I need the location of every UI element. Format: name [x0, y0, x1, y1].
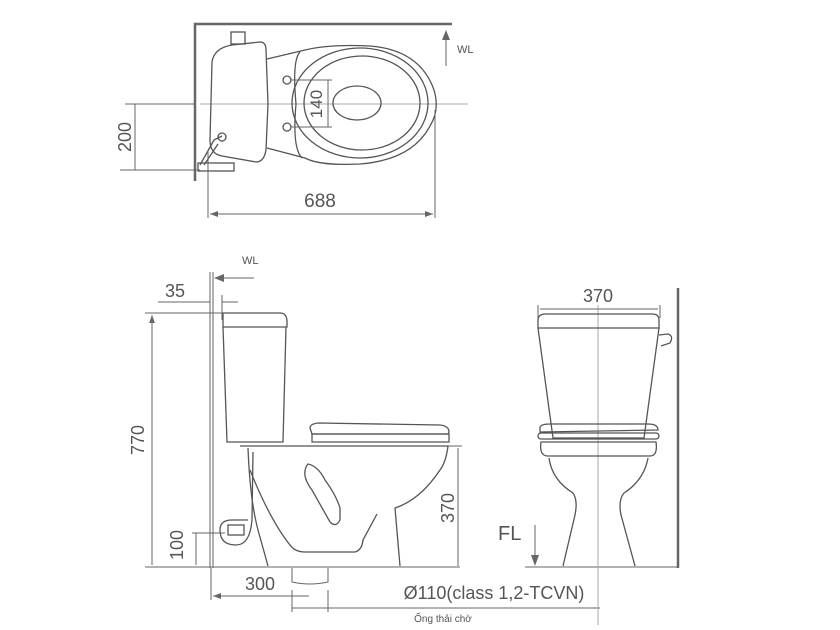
bowl-outer	[266, 44, 437, 166]
tank-top	[209, 41, 269, 163]
flush-button	[230, 31, 246, 45]
seat-ring	[303, 55, 421, 151]
tank-lid	[222, 312, 288, 328]
top-view: 140 200 688 WL	[115, 22, 474, 218]
bowl-rim-front	[540, 441, 658, 457]
dim-seat-holes: 140	[307, 90, 326, 118]
side-view: WL 35 770 100 370	[128, 255, 600, 625]
fl-label: FL	[498, 523, 521, 545]
bowl-opening	[332, 85, 382, 121]
dim-inlet-height: 100	[167, 530, 187, 560]
bowl-side	[240, 445, 449, 567]
dim-rough-in: 300	[245, 574, 275, 594]
dim-wall-gap: 35	[165, 281, 185, 301]
dim-inlet-offset: 200	[115, 122, 135, 152]
wl-label-side: WL	[242, 255, 259, 267]
wall-outline	[193, 22, 452, 181]
drain-note: Ống thải chờ	[414, 611, 472, 625]
dim-width: 688	[304, 191, 336, 212]
wl-label-top: WL	[457, 44, 474, 56]
tank-front	[537, 327, 660, 439]
drain-spec: Ø110(class 1,2-TCVN)	[404, 583, 585, 603]
dim-front-width: 370	[583, 286, 613, 306]
dim-bowl-height: 370	[438, 493, 458, 523]
tank-side	[222, 326, 287, 443]
trapway	[304, 463, 341, 526]
dim-total-height: 770	[128, 425, 148, 455]
front-view: 370	[525, 286, 680, 625]
